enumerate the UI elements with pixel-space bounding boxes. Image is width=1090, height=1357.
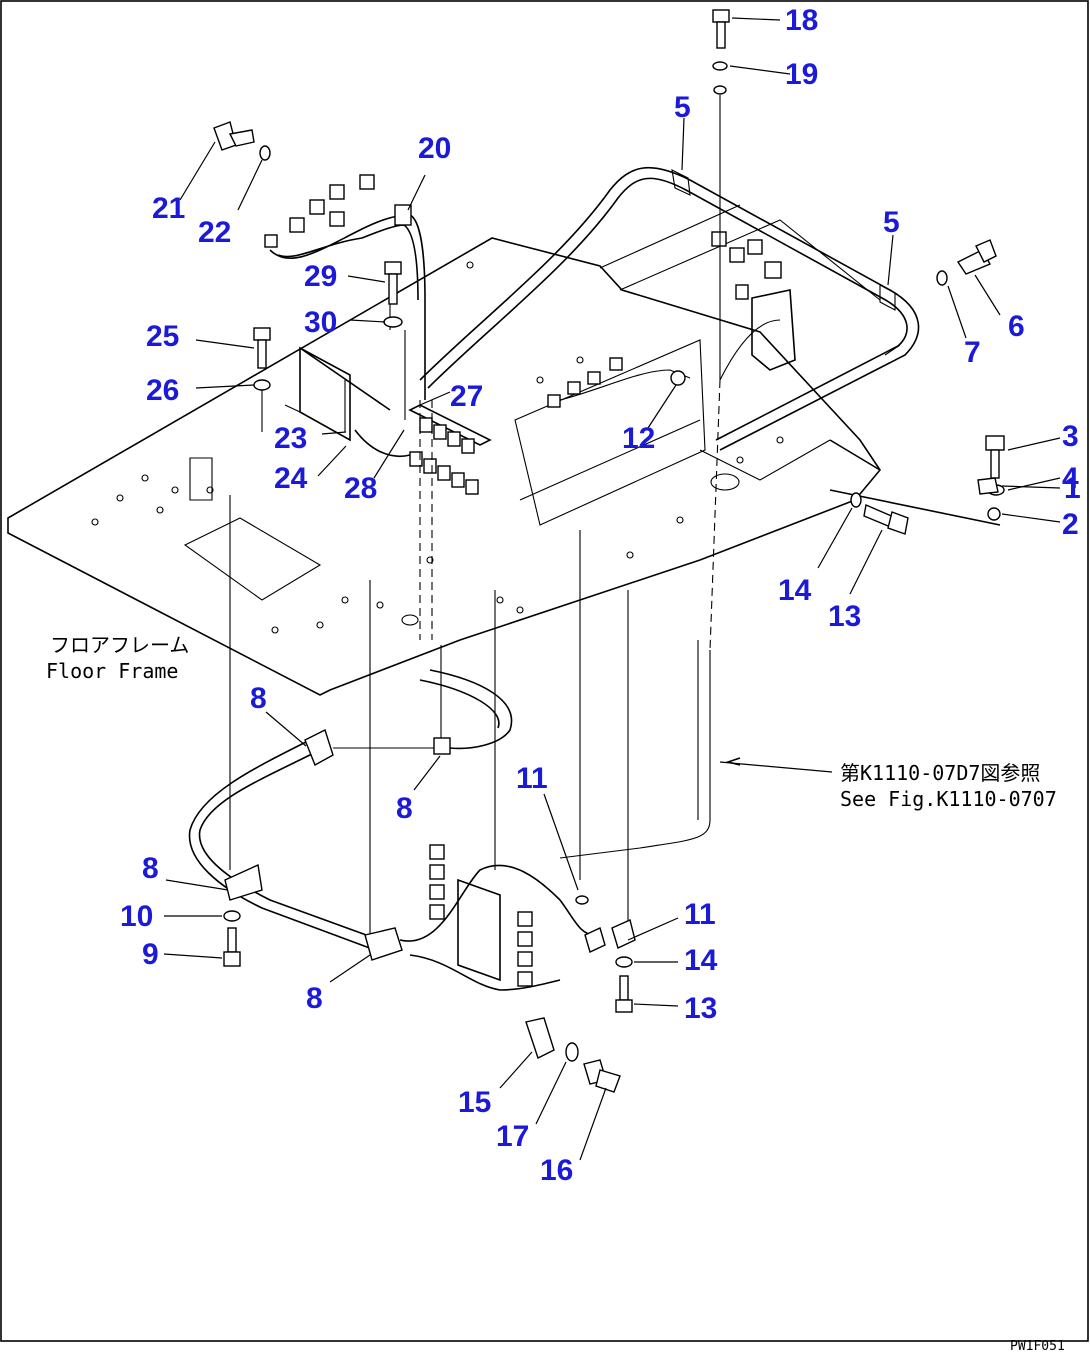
callout-5: 5 <box>883 206 900 239</box>
callout-9: 9 <box>142 938 159 971</box>
upper-harness <box>419 166 920 451</box>
floor-frame-label-en: Floor Frame <box>46 659 178 683</box>
callout-8: 8 <box>396 792 413 825</box>
callout-13: 13 <box>828 600 861 633</box>
callout-labels: 18 19 5 5 6 7 3 4 1 2 14 13 21 22 20 29 … <box>120 4 1081 1187</box>
assembly-lines <box>229 95 1001 940</box>
callout-25: 25 <box>146 320 179 353</box>
callout-26: 26 <box>146 374 179 407</box>
callout-3: 3 <box>1062 420 1079 453</box>
callout-22: 22 <box>198 216 231 249</box>
callout-6: 6 <box>1008 310 1025 343</box>
annotations: フロアフレーム Floor Frame 第K1110-07D7図参照 See F… <box>46 633 1065 1354</box>
floor-frame-plate <box>7 204 881 696</box>
callout-19: 19 <box>785 58 818 91</box>
callout-13: 13 <box>684 992 717 1025</box>
callout-12: 12 <box>622 422 655 455</box>
callout-8: 8 <box>250 682 267 715</box>
bracket-plate <box>284 346 391 442</box>
callout-14: 14 <box>778 574 812 607</box>
callout-21: 21 <box>152 192 185 225</box>
callout-15: 15 <box>458 1086 491 1119</box>
callout-28: 28 <box>344 472 377 505</box>
lower-harness <box>188 669 596 991</box>
floor-frame-label-jp: フロアフレーム <box>50 633 189 657</box>
callout-27: 27 <box>450 380 483 413</box>
callout-11: 11 <box>516 762 548 795</box>
callout-8: 8 <box>306 982 323 1015</box>
callout-23: 23 <box>274 422 307 455</box>
callout-18: 18 <box>785 4 818 37</box>
see-fig-label-jp: 第K1110-07D7図参照 <box>840 761 1040 785</box>
callout-5: 5 <box>674 91 691 124</box>
leader-lines <box>163 17 1061 1161</box>
left-harness <box>264 174 426 400</box>
callout-1: 1 <box>1064 472 1081 505</box>
callout-7: 7 <box>964 336 981 369</box>
relay-block <box>354 404 492 495</box>
callout-17: 17 <box>496 1120 529 1153</box>
callout-4: 4 <box>1062 462 1079 495</box>
drawing-reference: PW1F051 <box>1010 1339 1065 1354</box>
lower-relay-block <box>429 844 636 987</box>
callout-16: 16 <box>540 1154 573 1187</box>
callout-14: 14 <box>684 944 718 977</box>
callout-20: 20 <box>418 132 451 165</box>
callout-11: 11 <box>684 898 716 931</box>
callout-29: 29 <box>304 260 337 293</box>
callout-24: 24 <box>274 462 308 495</box>
callout-10: 10 <box>120 900 153 933</box>
see-fig-label-en: See Fig.K1110-0707 <box>840 787 1057 811</box>
right-connectors <box>547 231 796 408</box>
callout-30: 30 <box>304 306 337 339</box>
callout-8: 8 <box>142 852 159 885</box>
hardware <box>213 9 1005 1093</box>
callout-2: 2 <box>1062 508 1079 541</box>
